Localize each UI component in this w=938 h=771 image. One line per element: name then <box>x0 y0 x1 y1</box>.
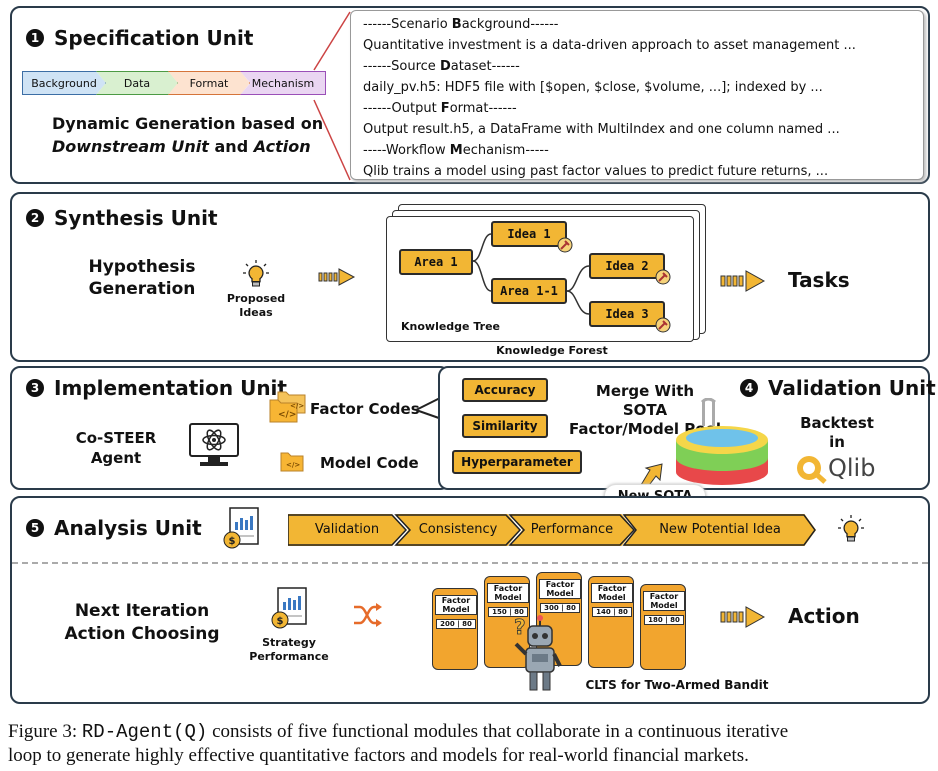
figure-caption: Figure 3: RD-Agent(Q) consists of five f… <box>8 721 789 766</box>
shuffle-icon <box>354 603 382 627</box>
step-number-3: 3 <box>26 379 44 397</box>
slot-score: 150 | 80 <box>488 607 528 617</box>
spec-details-box: ------Scenario Background------ Quantita… <box>350 10 924 180</box>
striped-arrow-icon <box>720 270 766 292</box>
svg-text:</>: </> <box>286 461 300 469</box>
spec-line-format-header: ------Output Format------ <box>363 101 517 116</box>
spec-chevron-row: Background Data Format Mechanism <box>22 71 326 97</box>
lightbulb-icon <box>243 260 269 287</box>
backtest-label: Backtest in <box>800 414 874 451</box>
striped-arrow-icon <box>318 268 356 286</box>
step-consistency: Consistency <box>396 514 520 546</box>
dynamic-generation-text: Dynamic Generation based on Downstream U… <box>52 114 324 156</box>
chevron-format: Format <box>168 71 250 95</box>
report-chart-icon: $ <box>271 587 307 629</box>
code-folder-icon: </> <box>280 452 304 472</box>
svg-text:$: $ <box>229 536 236 547</box>
lightbulb-icon <box>838 515 864 542</box>
spec-line-dataset: daily_pv.h5: HDF5 file with [$open, $clo… <box>363 80 823 95</box>
code-folders-icon: </> </> <box>269 391 306 423</box>
proposed-ideas-label: Proposed Ideas <box>226 292 286 319</box>
qlib-logo-icon <box>797 456 827 484</box>
step-performance: Performance <box>510 514 634 546</box>
spec-line-scenario-header: ------Scenario Background------ <box>363 17 559 32</box>
hammer-icon <box>655 317 671 333</box>
chevron-mechanism: Mechanism <box>240 71 326 95</box>
co-steer-agent-label: Co-STEER Agent <box>75 429 157 467</box>
hammer-icon <box>557 237 573 253</box>
knowledge-tree-card: Area 1 Idea 1 Area 1-1 Idea 2 Idea 3 Kno… <box>386 216 694 342</box>
slot-score: 300 | 80 <box>540 603 580 613</box>
svg-text:$: $ <box>277 616 284 627</box>
node-idea-3: Idea 3 <box>589 301 665 327</box>
pool-icon <box>676 398 768 485</box>
svg-text:?: ? <box>514 615 526 639</box>
step-number-5: 5 <box>26 519 44 537</box>
qlib-logo-text: Qlib <box>828 454 876 482</box>
robot-icon: ? <box>514 615 562 691</box>
chevron-background: Background <box>22 71 106 95</box>
analysis-steps-dividers <box>288 514 816 546</box>
node-idea-2: Idea 2 <box>589 253 665 279</box>
report-chart-icon: $ <box>223 507 259 549</box>
knowledge-forest-label: Knowledge Forest <box>496 344 608 357</box>
spec-connector-lines <box>313 11 351 181</box>
svg-text:</>: </> <box>290 402 304 410</box>
spec-line-scenario: Quantitative investment is a data-driven… <box>363 38 856 53</box>
validation-unit-panel: Accuracy Similarity Hyperparameter Merge… <box>438 366 936 490</box>
analysis-steps-row: Validation Consistency Performance New P… <box>288 514 816 546</box>
svg-text:</>: </> <box>278 410 296 420</box>
striped-arrow-icon <box>720 606 766 628</box>
step-number-1: 1 <box>26 29 44 47</box>
step-number-2: 2 <box>26 209 44 227</box>
node-area-1: Area 1 <box>399 249 473 275</box>
hyperparameter-box: Hyperparameter <box>452 450 582 474</box>
action-label: Action <box>788 604 860 628</box>
chevron-data: Data <box>96 71 178 95</box>
step-number-4: 4 <box>740 379 758 397</box>
next-iteration-label: Next Iteration Action Choosing <box>64 601 220 644</box>
spec-line-mechanism-header: -----Workflow Mechanism----- <box>363 143 549 158</box>
hypothesis-generation-label: Hypothesis Generation <box>88 257 196 299</box>
spec-line-format: Output result.h5, a DataFrame with Multi… <box>363 122 840 137</box>
model-code-label: Model Code <box>320 454 419 472</box>
node-idea-1: Idea 1 <box>491 221 567 247</box>
knowledge-tree-edges <box>472 233 590 315</box>
similarity-box: Similarity <box>462 414 548 438</box>
step-validation: Validation <box>288 514 406 546</box>
accuracy-box: Accuracy <box>462 378 548 402</box>
slot-score: 140 | 80 <box>592 607 632 617</box>
node-area-1-1: Area 1-1 <box>491 278 567 304</box>
knowledge-tree-label: Knowledge Tree <box>401 320 500 333</box>
spec-line-dataset-header: ------Source Dataset------ <box>363 59 520 74</box>
hammer-icon <box>655 269 671 285</box>
spec-line-mechanism: Qlib trains a model using past factor va… <box>363 164 829 179</box>
slot-score: 180 | 80 <box>644 615 684 625</box>
slot-score: 200 | 80 <box>436 619 476 629</box>
analysis-divider <box>12 562 928 564</box>
bandit-caption: CLTS for Two-Armed Bandit <box>585 678 769 692</box>
monitor-atom-icon <box>189 423 239 466</box>
step-new-potential-idea: New Potential Idea <box>624 514 816 546</box>
strategy-performance-label: Strategy Performance <box>249 636 329 663</box>
tasks-label: Tasks <box>788 268 850 292</box>
factor-codes-label: Factor Codes <box>310 400 420 418</box>
